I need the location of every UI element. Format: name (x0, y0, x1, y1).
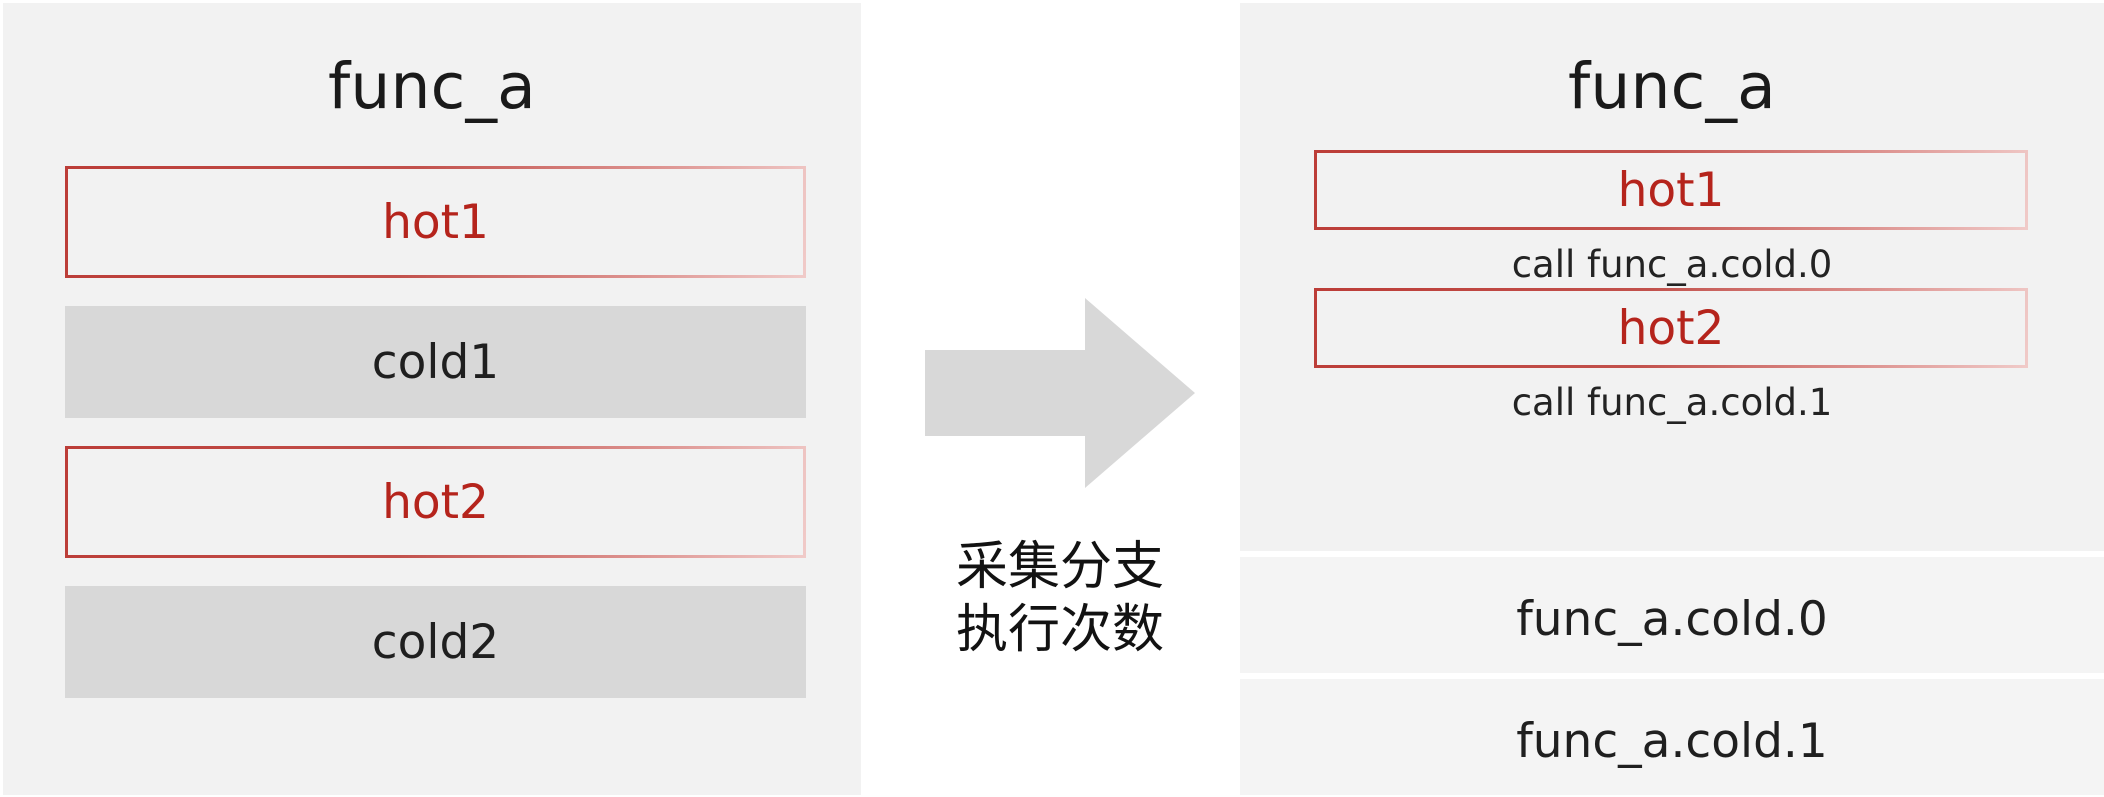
after-outlined-section-cold1: func_a.cold.1 (1240, 679, 2104, 795)
after-outlined-section-cold0: func_a.cold.0 (1240, 557, 2104, 673)
before-block-hot2: hot2 (65, 446, 806, 558)
transition-caption: 采集分支 执行次数 (925, 536, 1195, 663)
after-block-hot2: hot2 (1314, 288, 2028, 368)
after-outlined-section-cold1-label: func_a.cold.1 (1516, 714, 1828, 769)
after-block-hot1: hot1 (1314, 150, 2028, 230)
before-block-hot1-label: hot1 (382, 194, 489, 250)
right-arrow-icon (925, 298, 1195, 488)
before-panel-title: func_a (328, 50, 536, 123)
before-block-hot1: hot1 (65, 166, 806, 278)
before-block-cold1: cold1 (65, 306, 806, 418)
after-block-hot1-label: hot1 (1617, 162, 1725, 218)
after-panel: func_a (1240, 3, 2104, 551)
after-call-label-cold0: call func_a.cold.0 (1511, 243, 1833, 286)
before-panel: func_a hot1 cold1 hot2 cold2 (3, 3, 861, 795)
before-block-cold2: cold2 (65, 586, 806, 698)
before-block-cold1-label: cold1 (371, 334, 500, 390)
after-block-hot2-label: hot2 (1617, 300, 1725, 356)
after-outlined-section-cold0-label: func_a.cold.0 (1516, 592, 1828, 647)
after-call-label-cold1: call func_a.cold.1 (1511, 381, 1833, 424)
after-panel-title: func_a (1568, 50, 1776, 123)
transition-caption-line2: 执行次数 (955, 600, 1164, 661)
before-block-hot2-label: hot2 (382, 474, 489, 530)
transition-caption-line1: 采集分支 (955, 537, 1164, 597)
before-block-cold2-label: cold2 (371, 614, 500, 670)
